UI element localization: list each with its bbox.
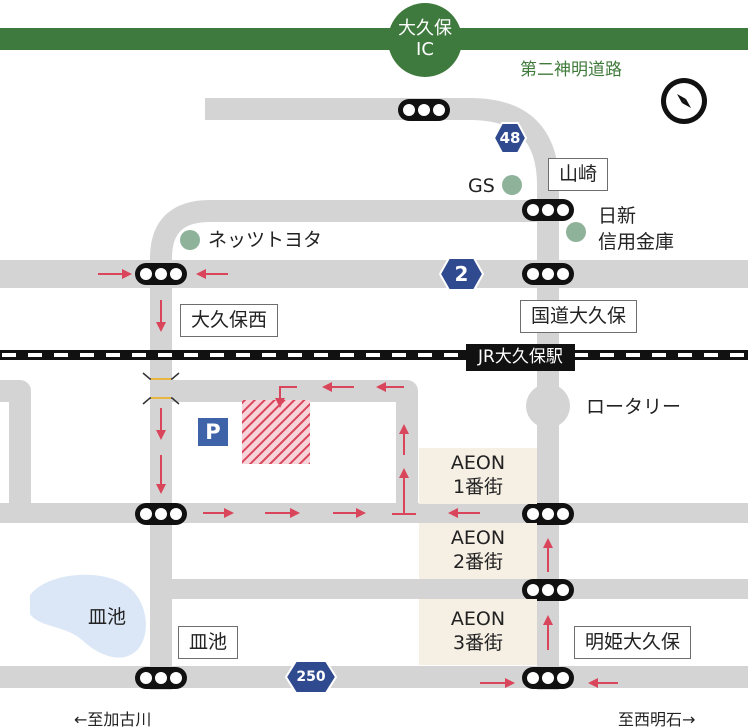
road-route-250 [0, 666, 748, 688]
pond-shape [30, 574, 146, 658]
signal-saraike [135, 667, 187, 689]
intersection-okubo-nishi: 大久保西 [180, 304, 279, 337]
route-48-shield [492, 122, 528, 154]
gs-dot [502, 175, 522, 195]
pond-label: 皿池 [88, 606, 127, 628]
aeon-2-name: AEON [450, 527, 506, 550]
road-lower [161, 579, 748, 599]
road-west-spur [0, 380, 31, 513]
expressway-label: 第二神明道路 [520, 60, 622, 80]
nets-toyota-dot [180, 230, 200, 250]
signal-okubo-nishi [135, 263, 187, 285]
route-2-number: 2 [454, 262, 469, 286]
aeon-2-number: 2番街 [452, 551, 504, 573]
route-250-number: 250 [296, 669, 326, 685]
route-tee-stop [392, 491, 416, 515]
gs-label: GS [468, 175, 495, 197]
interchange-name: 大久保 [398, 18, 452, 40]
aeon-3-number: 3番街 [452, 632, 504, 654]
signal-west-middle [135, 503, 187, 525]
compass-icon [661, 78, 707, 124]
road-west-loop [150, 200, 548, 690]
expressway [0, 28, 748, 50]
signal-kokudo-okubo [522, 263, 574, 285]
direction-nishi-akashi: 至西明石→ [618, 710, 696, 728]
road-ic-access [205, 98, 559, 690]
nets-toyota-label: ネッツトヨタ [208, 229, 323, 251]
rotary-circle [526, 384, 570, 428]
interchange-badge: 大久保 IC [388, 3, 462, 77]
aeon-1-number: 1番街 [452, 476, 504, 498]
road-middle [0, 503, 748, 523]
intersection-kokudo-okubo: 国道大久保 [520, 300, 638, 333]
rotary-label: ロータリー [586, 396, 682, 418]
direction-kakogawa: ←至加古川 [74, 710, 152, 728]
jr-railway [0, 350, 748, 360]
signal-aeon-1 [522, 503, 574, 525]
destination-area [242, 400, 310, 464]
signal-aeon-3 [522, 579, 574, 601]
intersection-saraike: 皿池 [178, 626, 239, 659]
aeon-1-block: AEON 1番街 [419, 448, 537, 504]
jr-okubo-station: JR大久保駅 [466, 344, 575, 371]
parking-icon: P [198, 418, 228, 446]
aeon-3-block: AEON 3番街 [419, 599, 537, 665]
route-48-number: 48 [499, 129, 521, 147]
signal-ic [398, 99, 450, 121]
signal-akashi-okubo [522, 667, 574, 689]
route-arrows [98, 269, 618, 688]
signal-yamasaki [522, 199, 574, 221]
intersection-akashi-okubo: 明姫大久保 [574, 626, 692, 659]
aeon-3-name: AEON [450, 608, 506, 631]
interchange-suffix: IC [416, 39, 434, 60]
nissin-label-line2: 信用金庫 [598, 231, 675, 253]
route-250-shield [284, 660, 338, 694]
intersection-yamasaki: 山崎 [548, 158, 609, 191]
route-2-shield [438, 257, 485, 291]
nissin-label-line1: 日新 [598, 205, 637, 227]
aeon-2-block: AEON 2番街 [419, 523, 537, 579]
aeon-1-name: AEON [450, 452, 506, 475]
compass-needle [677, 94, 691, 108]
nissin-dot [566, 222, 586, 242]
